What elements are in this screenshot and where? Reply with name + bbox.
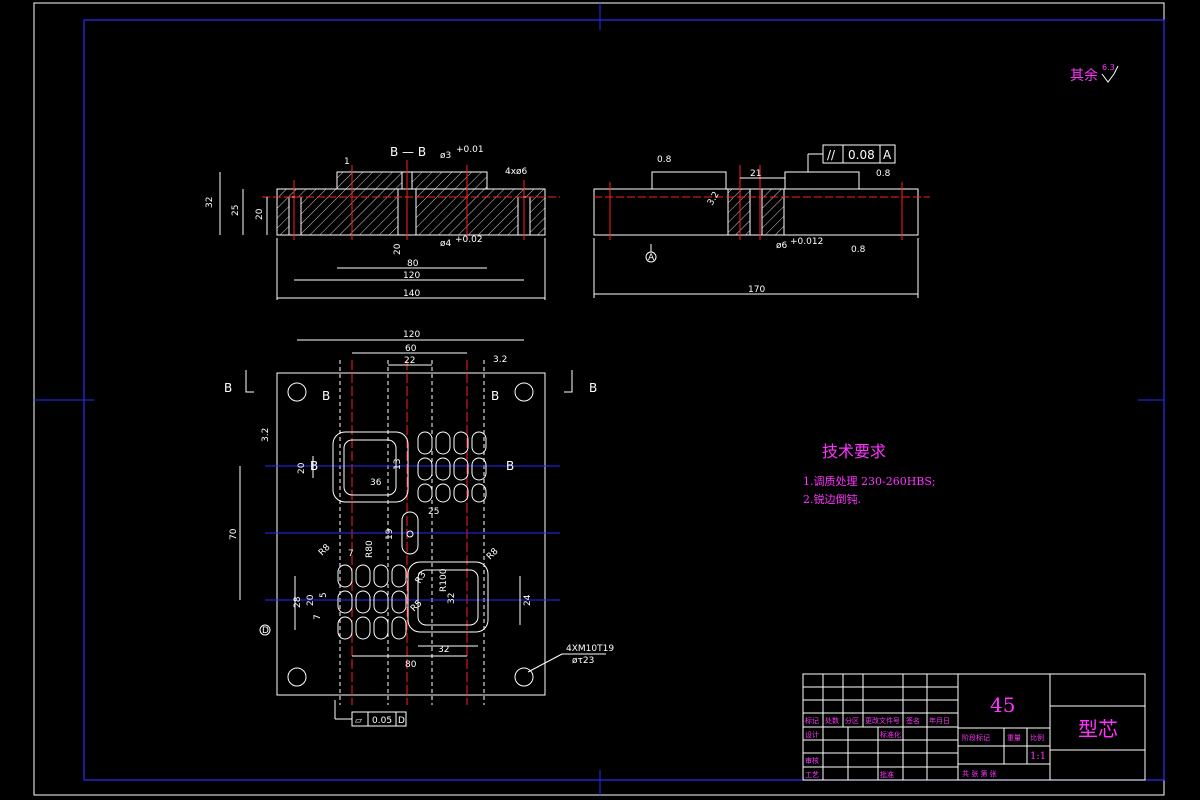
plan-dim-7-b: 7	[313, 614, 323, 620]
tech-line-1: 1.调质处理 230-260HBS;	[803, 475, 936, 488]
plan-dim-5: 5	[319, 592, 329, 598]
plan-dim-80: 80	[405, 660, 417, 670]
plan-dim-r8-b: R8	[485, 546, 501, 562]
cut-b-1: B	[224, 381, 232, 395]
thread-note: 4XM10T19	[566, 644, 614, 654]
datum-a: A	[648, 253, 655, 263]
rough-08-b: 0.8	[876, 169, 891, 179]
tb-header-4: 签名	[906, 716, 920, 725]
plan-dim-36: 36	[370, 478, 382, 488]
side-body	[593, 188, 919, 236]
flatness-ref: D	[398, 716, 405, 726]
tb-material: 45	[990, 693, 1015, 717]
flatness-symbol: ⏥	[355, 716, 362, 726]
tech-line-2: 2.锐边倒钝.	[803, 492, 861, 506]
plan-dim-13: 13	[393, 459, 403, 470]
tb-row-check: 审核	[805, 756, 819, 765]
rough-08-c: 0.8	[851, 245, 866, 255]
plan-view: 120 60 22 3.2 3.2 20 70 36 13 25 R80 7 1…	[224, 330, 614, 727]
tb-row-std: 标准化	[880, 730, 901, 739]
side-dia: ø6	[776, 241, 788, 251]
tb-header-3: 更改文件号	[865, 716, 900, 725]
tb-row-approve: 批准	[880, 770, 894, 779]
plan-dim-32-v: 32	[447, 593, 457, 604]
plan-dim-20-b: 20	[306, 594, 316, 606]
plan-dim-120: 120	[403, 330, 420, 340]
cut-b-2: B	[322, 389, 330, 403]
plan-dim-19: 19	[385, 528, 395, 540]
dim-20-left: 20	[255, 208, 265, 220]
plan-dim-24: 24	[523, 594, 533, 606]
tb-part-name: 型芯	[1078, 717, 1118, 741]
plan-dim-20: 20	[297, 462, 307, 474]
cut-b-6: B	[506, 459, 514, 473]
plan-rough-32-b: 3.2	[261, 428, 271, 442]
outer-border	[33, 2, 1165, 796]
roughness-label: 其余	[1070, 67, 1098, 84]
tol-value: 0.08	[848, 148, 875, 162]
plan-dim-r100: R100	[439, 568, 449, 592]
tb-row-design: 设计	[805, 730, 819, 739]
side-view: // 0.08 A 21 170 0.8 0.8 0.8 3.2 A ø6 +0…	[593, 144, 930, 298]
inner-frame	[83, 19, 1165, 781]
dim-4xd6: 4xø6	[505, 167, 528, 177]
roughness-value: 6.3	[1102, 63, 1115, 72]
dim-32: 32	[205, 197, 215, 208]
dia-bottom: ø4	[440, 239, 452, 249]
plan-dim-60: 60	[405, 344, 417, 354]
cut-b-3: B	[491, 389, 499, 403]
dim-25: 25	[231, 205, 241, 216]
dim-170: 170	[748, 285, 765, 295]
plan-dim-70: 70	[229, 528, 239, 540]
plan-rough-32-a: 3.2	[493, 355, 507, 365]
tol-ref: A	[883, 148, 892, 162]
roughness-symbol-icon	[1101, 65, 1119, 83]
dim-20-inner: 20	[393, 243, 403, 255]
cut-b-5: B	[310, 459, 318, 473]
tb-scale-value: 1:1	[1030, 751, 1046, 762]
tb-header-0: 标记	[805, 716, 819, 725]
plan-dim-28: 28	[293, 596, 303, 608]
plan-dim-25: 25	[428, 507, 439, 517]
section-label: B — B	[390, 145, 426, 159]
thread-note-depth: øτ23	[572, 656, 594, 666]
tb-header-5: 年月日	[929, 716, 950, 725]
tb-header-1: 处数	[825, 716, 839, 725]
tb-sheet: 共 张 第 张	[962, 769, 997, 778]
plan-dim-r3: R3	[414, 570, 429, 585]
dim-140: 140	[403, 289, 420, 299]
tb-row-process: 工艺	[805, 771, 819, 779]
dim-1: 1	[344, 157, 350, 167]
dim-80: 80	[407, 259, 419, 269]
tb-scale-label: 比例	[1030, 733, 1044, 742]
rough-32: 3.2	[706, 190, 722, 207]
dim-120: 120	[403, 271, 420, 281]
tol-symbol: //	[827, 148, 836, 162]
flatness-value: 0.05	[372, 716, 392, 726]
plan-dim-22: 22	[404, 356, 415, 366]
tb-stage: 阶段标记	[962, 733, 990, 742]
dia-top-tol: +0.01	[456, 145, 484, 155]
plan-dim-32-h: 32	[438, 645, 449, 655]
datum-d: D	[262, 626, 269, 636]
plan-dim-7: 7	[348, 549, 354, 559]
plan-dim-r80: R80	[365, 540, 375, 558]
side-dia-tol: +0.012	[790, 237, 823, 247]
title-block: 标记 处数 分区 更改文件号 签名 年月日 设计 标准化 审核 工艺 批准 阶段…	[802, 673, 1146, 781]
rough-08-a: 0.8	[657, 155, 672, 165]
dim-21: 21	[750, 169, 761, 179]
tb-weight: 重量	[1007, 734, 1021, 742]
plan-body	[276, 372, 546, 696]
plan-dim-r8-a: R8	[317, 542, 333, 558]
dia-top: ø3	[440, 151, 451, 161]
section-view-b-b: B — B 32 25 20 20 80 12	[205, 145, 560, 300]
tb-header-2: 分区	[845, 716, 859, 725]
cut-b-4: B	[589, 381, 597, 395]
tech-title: 技术要求	[822, 442, 886, 461]
plan-dim-r5: R5	[409, 599, 425, 615]
dia-bottom-tol: +0.02	[455, 235, 483, 245]
